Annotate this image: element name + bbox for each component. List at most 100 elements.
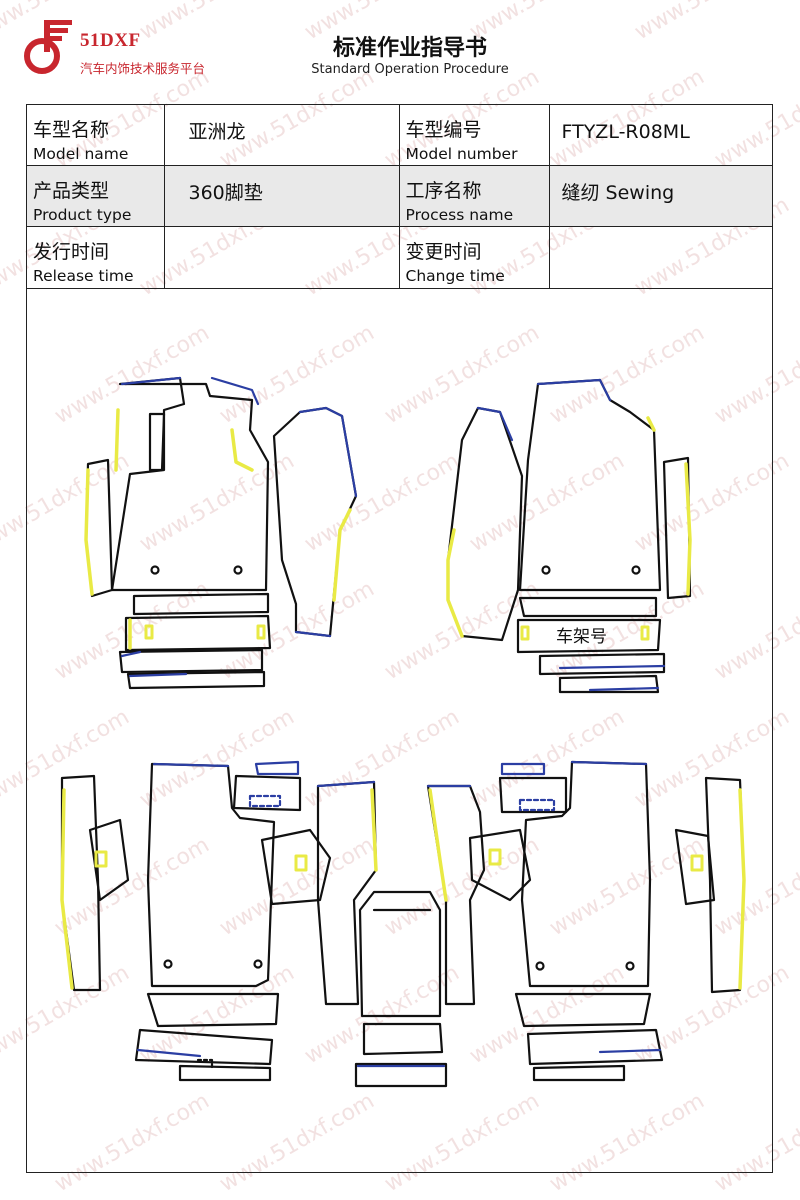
rear-left-main-blue <box>152 762 230 768</box>
rear-right-hole-2 <box>625 961 635 971</box>
model-name-label-en: Model name <box>33 145 129 163</box>
rear-right-tab <box>690 854 704 872</box>
front-right-mat-blue-edge <box>536 378 612 402</box>
rear-right-bar-2 <box>526 1028 664 1066</box>
rear-left-wheel-piece <box>260 828 332 906</box>
front-left-tab-2 <box>256 624 266 640</box>
rear-left-mat-group <box>60 760 378 1082</box>
front-right-tab-2 <box>640 625 650 641</box>
front-left-tunnel-yellow <box>332 508 352 602</box>
front-right-tunnel-piece <box>446 406 524 642</box>
rear-left-tunnel-blue <box>316 780 376 788</box>
document-subtitle: Standard Operation Procedure <box>311 62 509 77</box>
rear-left-top-strip <box>254 760 300 776</box>
front-right-side-piece <box>662 456 692 600</box>
product-type-value-cell: 360脚垫 <box>163 165 400 227</box>
front-right-bar-3-blue <box>558 664 666 670</box>
product-type-value: 360脚垫 <box>188 182 263 204</box>
rear-right-wheel-tab <box>488 848 502 866</box>
rear-left-bar-1 <box>146 992 280 1028</box>
rear-left-bar-2-blue <box>136 1048 202 1058</box>
front-left-tab-1 <box>144 624 154 640</box>
front-right-hole-1 <box>541 565 551 575</box>
rear-right-top-strip <box>500 762 546 776</box>
rear-right-side-yellow <box>738 788 746 990</box>
front-right-bar-1 <box>518 596 658 618</box>
front-left-bar-1 <box>132 592 270 616</box>
rear-left-bar-3-dashed <box>196 1058 214 1070</box>
change-time-label-en: Change time <box>405 267 505 285</box>
rear-right-bar-3 <box>532 1064 626 1082</box>
release-time-label: 发行时间 <box>33 241 110 263</box>
change-time-value-cell <box>548 226 772 289</box>
rear-left-seat-slot <box>232 774 302 812</box>
rear-left-hole-2 <box>253 959 263 969</box>
front-left-strip <box>148 412 166 472</box>
floor-mat-pattern-drawing: 车架号 <box>60 376 746 1088</box>
rear-right-inner-bracket <box>674 828 716 906</box>
process-name-value-cell: 缝纫 Sewing <box>548 165 772 227</box>
rear-center-bar-1 <box>362 1022 444 1056</box>
document-title: 标准作业指导书 <box>332 36 487 61</box>
rear-right-hole-1 <box>535 961 545 971</box>
product-type-label-en: Product type <box>33 206 132 224</box>
front-left-bar-4-blue <box>128 672 188 678</box>
front-right-main-mat <box>518 378 662 592</box>
front-right-bar-3 <box>538 652 666 676</box>
model-name-label-cell: 车型名称 Model name <box>27 105 165 166</box>
header: 51DXF 汽车内饰技术服务平台 标准作业指导书 Standard Operat… <box>0 0 800 100</box>
model-name-value-cell: 亚洲龙 <box>163 105 400 166</box>
process-name-value: 缝纫 Sewing <box>561 182 675 204</box>
release-time-label-cell: 发行时间 Release time <box>27 226 165 289</box>
rear-right-bar-2-blue <box>598 1048 662 1054</box>
vin-annotation: 车架号 <box>556 627 607 647</box>
front-left-main-mat <box>110 376 270 592</box>
rear-right-dashed-slot <box>518 798 556 812</box>
rear-right-tunnel-yellow <box>428 788 448 902</box>
change-time-label-cell: 变更时间 Change time <box>398 226 550 289</box>
process-name-label-en: Process name <box>405 206 514 224</box>
rear-left-tunnel-piece <box>316 780 378 1006</box>
rear-left-dashed-slot <box>248 794 282 808</box>
front-left-tunnel-blue <box>298 406 358 498</box>
rear-right-bar-1 <box>514 992 652 1028</box>
rear-left-main-mat <box>146 762 276 988</box>
model-name-label: 车型名称 <box>33 119 110 141</box>
front-left-side-yellow-edge <box>84 468 94 596</box>
process-name-label: 工序名称 <box>405 180 482 202</box>
front-right-tunnel-blue <box>476 406 514 442</box>
front-left-mat-blue-edge <box>120 376 182 386</box>
model-number-label-cell: 车型编号 Model number <box>398 105 550 166</box>
process-name-label-cell: 工序名称 Process name <box>398 165 550 227</box>
rear-center-group <box>354 890 448 1088</box>
brand-name: 51DXF <box>80 30 141 51</box>
rear-left-hole-1 <box>163 959 173 969</box>
release-time-value-cell <box>163 226 400 289</box>
rear-left-bar-3 <box>178 1064 272 1082</box>
front-left-mat-yellow-edge-2 <box>230 428 254 472</box>
rear-left-tunnel-yellow <box>370 788 378 872</box>
front-left-mat-yellow-edge <box>114 408 120 472</box>
51dxf-logo <box>24 20 72 74</box>
front-left-tunnel-blue-bottom <box>294 630 332 638</box>
change-time-label: 变更时间 <box>405 241 482 263</box>
rear-left-inner-bracket <box>88 818 130 902</box>
model-number-value: FTYZL-R08ML <box>561 121 690 143</box>
rear-right-side-piece <box>704 776 746 994</box>
front-left-hole-1 <box>150 565 160 575</box>
rear-left-side-yellow <box>60 788 74 990</box>
rear-right-tunnel-piece <box>426 784 486 1006</box>
product-type-label-cell: 产品类型 Product type <box>27 165 165 227</box>
front-left-mat-blue-edge-2 <box>210 376 260 406</box>
rear-right-wheel-piece <box>468 828 532 902</box>
model-number-label: 车型编号 <box>405 119 482 141</box>
rear-right-main-mat <box>520 760 652 988</box>
procedure-sheet: 车型名称 Model name 亚洲龙 车型编号 Model number FT… <box>26 104 773 1173</box>
rear-right-mat-group <box>426 760 746 1082</box>
front-right-bar-4-blue <box>588 686 660 692</box>
model-name-value: 亚洲龙 <box>188 121 246 143</box>
front-left-bar-4 <box>126 670 266 690</box>
front-right-tab-1 <box>520 625 530 641</box>
rear-left-tab <box>94 850 108 868</box>
rear-right-seat-slot <box>498 776 568 814</box>
